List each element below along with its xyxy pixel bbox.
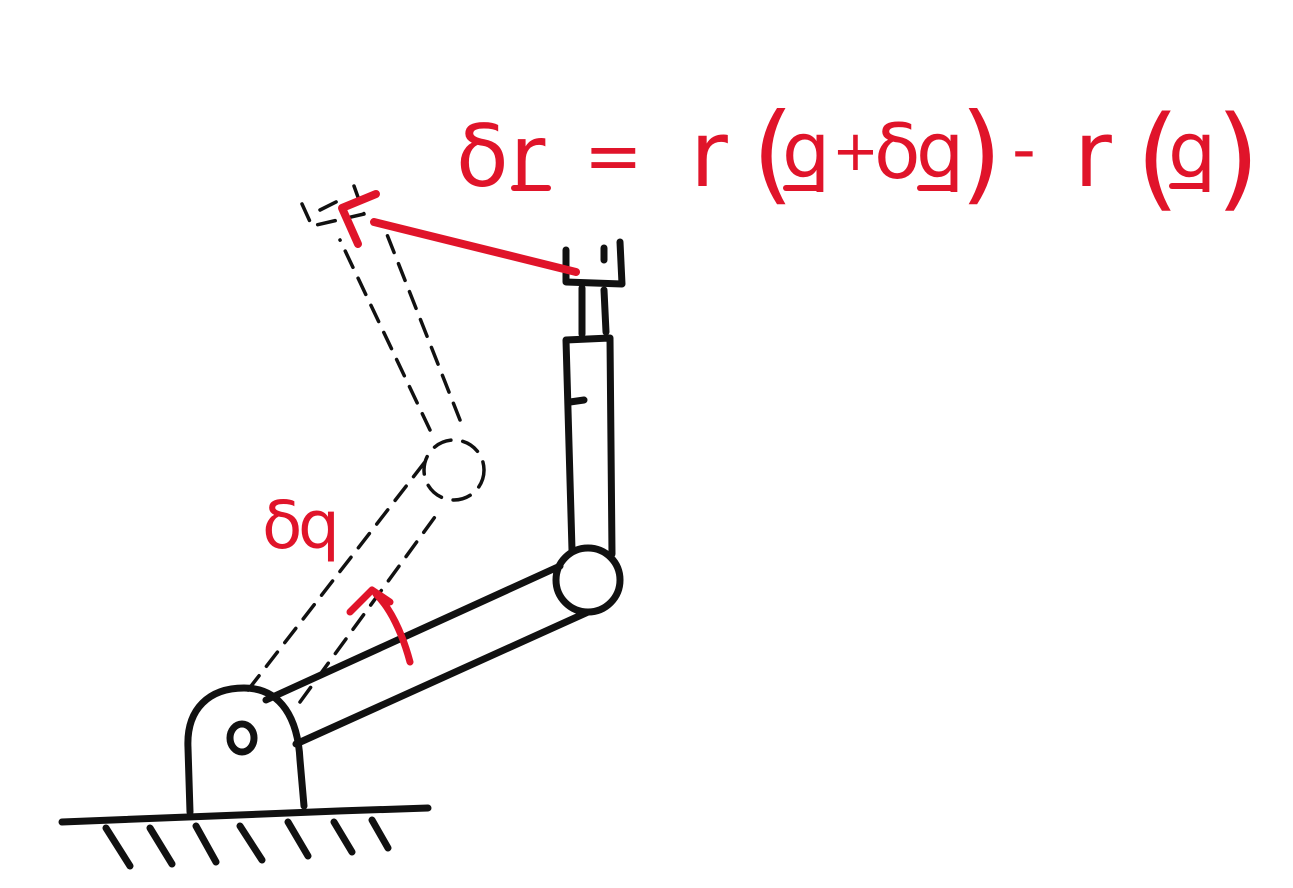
base-pedestal	[184, 684, 308, 816]
dashed-elbow-joint	[422, 438, 486, 502]
eq-open1: (	[752, 91, 794, 216]
angle-arrow	[346, 586, 414, 666]
angle-label: δ q	[262, 487, 340, 564]
eq-f2: r	[1074, 101, 1112, 208]
eq-arg1-delta: δ	[874, 107, 921, 196]
link-1	[262, 562, 592, 748]
dashed-link-1-top	[246, 456, 430, 692]
displaced-arm-dashed	[246, 184, 486, 704]
eq-minus: -	[1012, 111, 1036, 188]
dashed-link-2-right	[384, 230, 462, 422]
equation: δ r = r ( q + δ q ) - r ( q )	[456, 91, 1260, 223]
ground-line	[58, 804, 432, 826]
displacement-arrowhead	[338, 190, 380, 248]
eq-f1: r	[690, 101, 728, 208]
ground	[58, 804, 432, 870]
angle-label-q: q	[298, 487, 340, 564]
angle-arrowhead	[346, 586, 394, 616]
eq-lhs-delta: δ	[456, 107, 509, 207]
link-2	[562, 334, 616, 558]
eq-lhs-r: r	[510, 107, 546, 207]
pedestal-outline	[184, 684, 308, 816]
eq-equals: =	[584, 115, 643, 197]
eq-open2: (	[1136, 93, 1180, 223]
eq-arg1-q: q	[782, 105, 830, 194]
vector-underlines	[511, 183, 1209, 191]
ground-hatch	[102, 816, 392, 870]
eq-close1: )	[960, 91, 1002, 216]
dashed-link-1-bottom	[298, 508, 442, 704]
wrist-stem	[578, 284, 610, 338]
forearm-outline	[562, 334, 616, 558]
base-pivot	[226, 720, 258, 756]
gripper	[562, 238, 626, 288]
dashed-link-2-left	[338, 238, 432, 432]
eq-arg1-q2: q	[916, 105, 964, 194]
end-effector	[562, 238, 626, 338]
angle-label-delta: δ	[262, 487, 302, 564]
displacement-arrow	[338, 190, 580, 276]
angle-arrow-arc	[372, 590, 414, 666]
eq-plus: +	[832, 119, 879, 184]
displacement-arrow-shaft	[370, 218, 580, 276]
eq-arg2-q: q	[1168, 105, 1216, 194]
eq-close2: )	[1216, 93, 1260, 223]
elbow-joint	[552, 544, 624, 616]
